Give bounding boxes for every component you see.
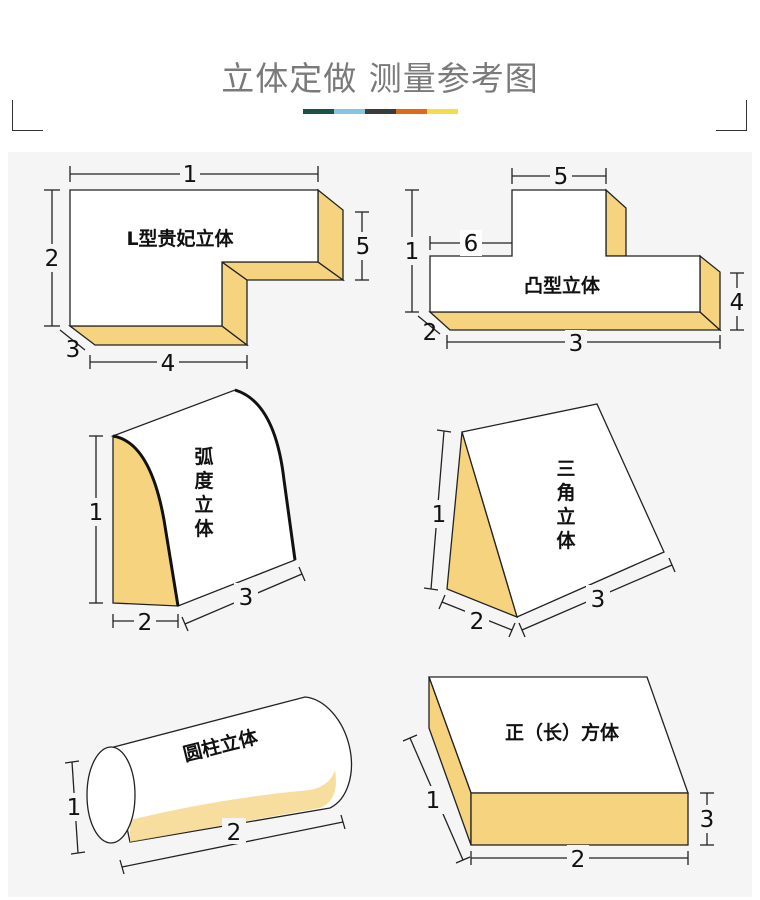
cube-dim-2: 2 <box>571 847 586 873</box>
l-shape-bottom-face <box>68 325 249 346</box>
arc-shape-diagram: 1 2 3 弧 度 立 体 <box>85 388 306 636</box>
cube-diagram: 1 2 3 正（长）方体 <box>402 676 718 873</box>
convex-label: 凸型立体 <box>524 274 601 297</box>
cylinder-dim-2: 2 <box>227 820 242 846</box>
triangle-dim-3: 3 <box>591 587 606 613</box>
cube-dim-3: 3 <box>700 807 715 833</box>
convex-front-face <box>429 189 701 313</box>
l-shape-dim-1: 1 <box>183 162 198 188</box>
corner-bracket-right <box>716 100 747 131</box>
cylinder-diagram: 1 2 圆柱立体 <box>63 696 353 875</box>
cylinder-dim-1: 1 <box>67 795 82 821</box>
l-shape-diagram: 1 2 3 4 5 L型贵妃立体 <box>40 160 375 377</box>
l-shape-dim-4: 4 <box>161 351 176 377</box>
arc-dim-1: 1 <box>89 500 104 526</box>
l-shape-dim-3: 3 <box>66 337 81 363</box>
convex-dim-2: 2 <box>423 320 438 346</box>
arc-dim-2: 2 <box>138 610 153 636</box>
accent-bar-5 <box>427 109 458 114</box>
triangle-label-char-4: 体 <box>556 529 576 552</box>
convex-top-side <box>605 188 627 257</box>
accent-bar-4 <box>396 109 427 114</box>
header: 立体定做 测量参考图 <box>0 0 760 150</box>
convex-dim-1: 1 <box>405 239 420 265</box>
cube-dim-1: 1 <box>426 788 441 814</box>
corner-bracket-left <box>12 100 43 131</box>
cylinder-shade <box>130 770 336 842</box>
convex-shape-diagram: 5 1 6 2 3 4 凸型立体 <box>401 162 748 357</box>
l-shape-label: L型贵妃立体 <box>126 227 234 250</box>
accent-bar-2 <box>334 109 365 114</box>
convex-dim-3: 3 <box>569 331 584 357</box>
l-shape-front-face <box>69 189 319 327</box>
arc-label-char-3: 立 <box>194 493 213 516</box>
accent-bar-1 <box>303 109 334 114</box>
l-shape-dim-2: 2 <box>45 246 60 272</box>
cube-label: 正（长）方体 <box>505 721 620 744</box>
triangle-dim-1: 1 <box>432 502 447 528</box>
arc-dim-3: 3 <box>239 585 254 611</box>
convex-dim-6: 6 <box>464 231 479 257</box>
convex-dim-5: 5 <box>554 164 569 190</box>
cylinder-end-cap <box>86 746 136 844</box>
triangle-dim-2: 2 <box>470 609 485 635</box>
triangle-shape-diagram: 1 2 3 三 角 立 体 <box>423 403 676 638</box>
arc-label-char-1: 弧 <box>194 445 213 468</box>
arc-label-char-4: 体 <box>194 517 214 540</box>
triangle-end-face <box>446 431 519 619</box>
triangle-label-char-3: 立 <box>556 505 575 528</box>
convex-bottom-face <box>428 311 722 331</box>
triangle-label-char-1: 三 <box>556 458 575 480</box>
triangle-label-char-2: 角 <box>556 481 575 504</box>
accent-bar-3 <box>365 109 396 114</box>
convex-dim-4: 4 <box>730 290 745 316</box>
arc-label-char-2: 度 <box>194 469 214 492</box>
l-shape-dim-5: 5 <box>356 234 371 260</box>
page-title: 立体定做 测量参考图 <box>221 59 539 98</box>
cube-front-face <box>470 792 689 846</box>
